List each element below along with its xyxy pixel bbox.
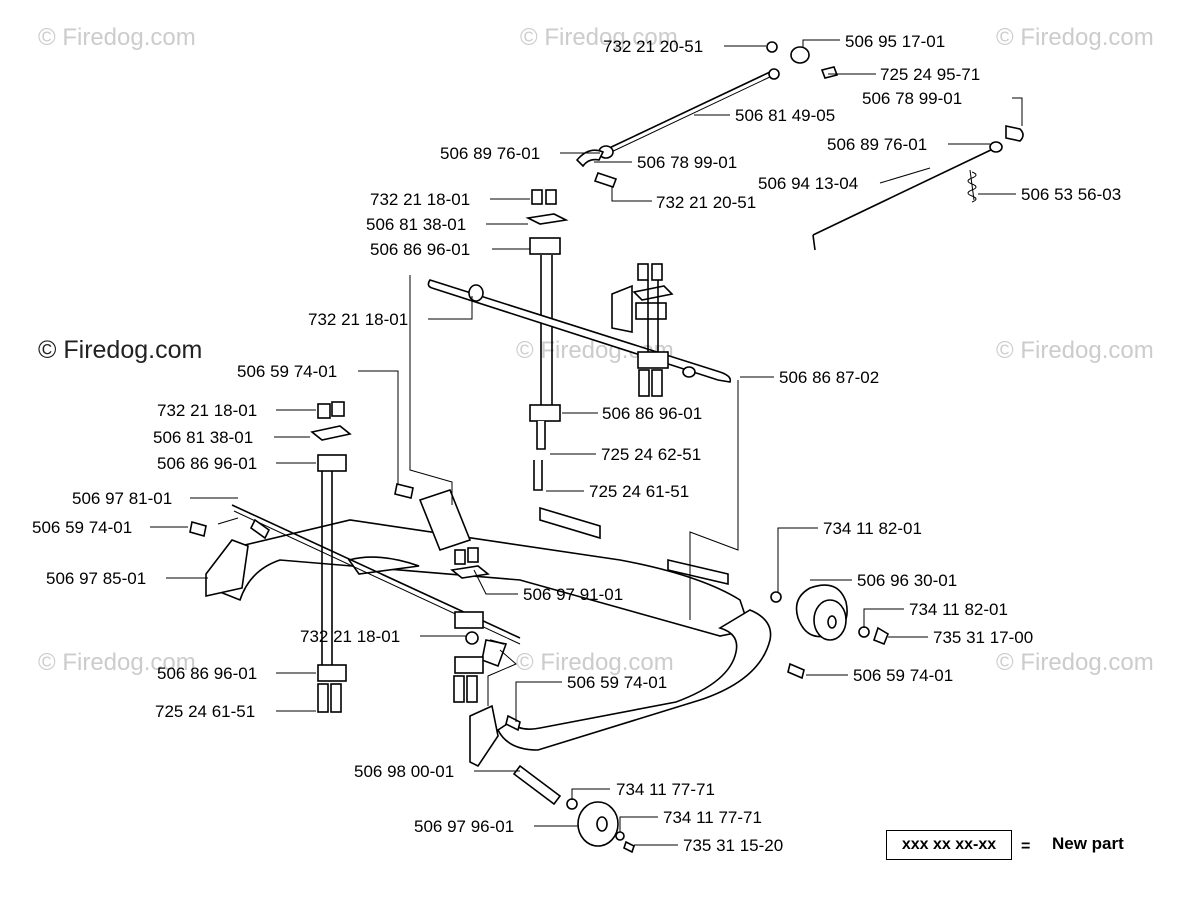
legend-new-part: New part (1052, 834, 1124, 853)
watermark: © Firedog.com (516, 649, 674, 676)
legend-equals: = (1021, 838, 1031, 855)
watermarks: © Firedog.com © Firedog.com © Firedog.co… (38, 24, 1154, 676)
part-number-label: 725 24 62-51 (601, 445, 701, 464)
part-number-label: 506 97 85-01 (46, 569, 146, 588)
part-number-label: 725 24 61-51 (155, 702, 255, 721)
part-number-label: 506 59 74-01 (853, 666, 953, 685)
part-labels: 732 21 20-51 506 95 17-01 725 24 95-71 5… (32, 32, 1121, 855)
part-number-label: 506 86 96-01 (602, 404, 702, 423)
part-number-label: 735 31 17-00 (933, 628, 1033, 647)
part-number-label: 732 21 20-51 (603, 37, 703, 56)
watermark: © Firedog.com (996, 337, 1154, 364)
part-number-label: 506 86 87-02 (779, 368, 879, 387)
part-number-label: 506 81 49-05 (735, 106, 835, 125)
part-number-label: 732 21 20-51 (656, 193, 756, 212)
watermark: © Firedog.com (38, 649, 196, 676)
watermark: © Firedog.com (38, 336, 202, 364)
part-number-label: 506 53 56-03 (1021, 185, 1121, 204)
assembly-lines (217, 275, 739, 706)
part-number-label: 506 81 38-01 (153, 428, 253, 447)
part-number-label: 506 95 17-01 (845, 32, 945, 51)
part-number-label: 506 86 96-01 (370, 240, 470, 259)
parts-drawing (189, 41, 1024, 854)
part-number-label: 732 21 18-01 (370, 190, 470, 209)
part-number-label: 506 98 00-01 (354, 762, 454, 781)
part-number-label: 506 86 96-01 (157, 664, 257, 683)
part-number-label: 735 31 15-20 (683, 836, 783, 855)
watermark: © Firedog.com (38, 24, 196, 51)
part-number-label: 506 81 38-01 (366, 215, 466, 234)
part-number-label: 506 78 99-01 (862, 89, 962, 108)
leader-lines (150, 39, 1023, 846)
part-number-label: 506 97 91-01 (523, 585, 623, 604)
part-number-label: 506 96 30-01 (857, 571, 957, 590)
legend-code-box: xxx xx xx-xx (886, 830, 1012, 860)
part-number-label: 506 97 81-01 (72, 489, 172, 508)
part-number-label: 725 24 61-51 (589, 482, 689, 501)
part-number-label: 732 21 18-01 (157, 401, 257, 420)
part-number-label: 725 24 95-71 (880, 65, 980, 84)
part-number-label: 506 89 76-01 (827, 135, 927, 154)
part-number-label: 506 86 96-01 (157, 454, 257, 473)
part-number-label: 734 11 77-71 (616, 780, 715, 799)
part-number-label: 732 21 18-01 (308, 310, 408, 329)
part-number-label: 506 59 74-01 (237, 362, 337, 381)
part-number-label: 506 59 74-01 (32, 518, 132, 537)
part-number-label: 506 78 99-01 (637, 153, 737, 172)
part-number-label: 506 97 96-01 (414, 817, 514, 836)
part-number-label: 506 59 74-01 (567, 673, 667, 692)
part-number-label: 734 11 77-71 (663, 808, 762, 827)
part-number-label: 734 11 82-01 (823, 519, 922, 538)
watermark: © Firedog.com (996, 24, 1154, 51)
watermark: © Firedog.com (520, 24, 678, 51)
part-number-label: 734 11 82-01 (909, 600, 1008, 619)
part-number-label: 732 21 18-01 (300, 627, 400, 646)
watermark: © Firedog.com (996, 649, 1154, 676)
part-number-label: 506 94 13-04 (758, 174, 858, 193)
part-number-label: 506 89 76-01 (440, 144, 540, 163)
